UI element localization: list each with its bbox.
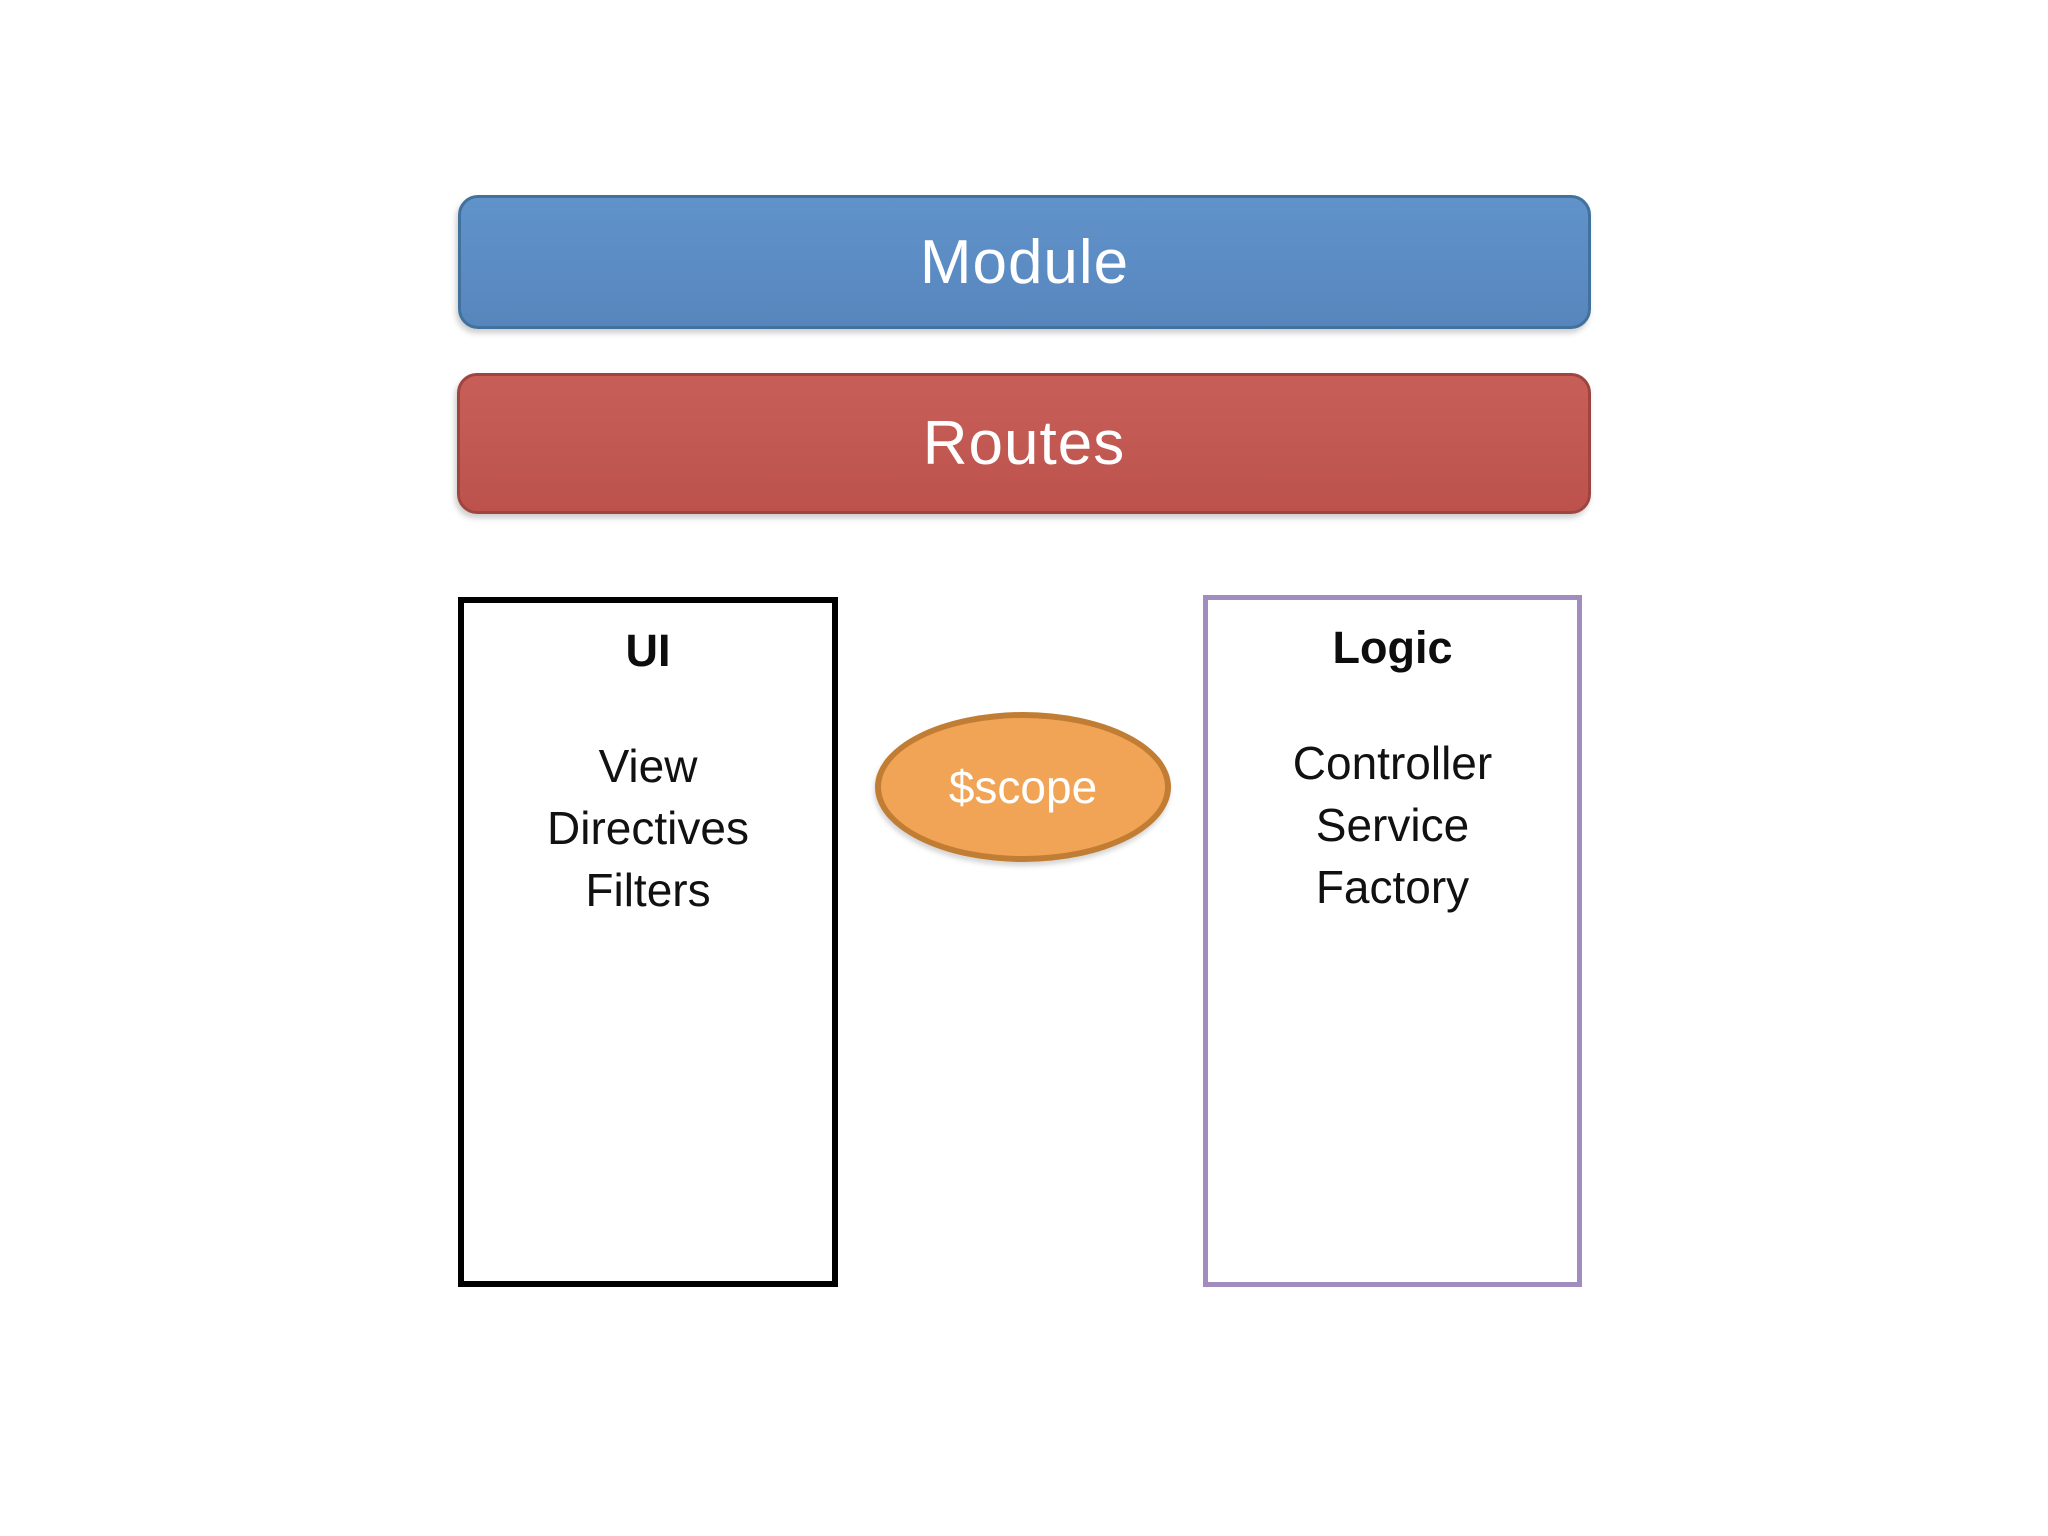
ui-box-item-view: View bbox=[598, 740, 698, 792]
ui-box-item-filters: Filters bbox=[585, 864, 711, 916]
routes-bar: Routes bbox=[457, 373, 1591, 514]
logic-box-item-service: Service bbox=[1315, 799, 1470, 851]
logic-box-items: Controller Service Factory bbox=[1208, 732, 1577, 918]
ui-box: UI View Directives Filters bbox=[458, 597, 838, 1287]
logic-box-title: Logic bbox=[1332, 622, 1453, 673]
scope-ellipse-label: $scope bbox=[948, 761, 1098, 813]
logic-box: Logic Controller Service Factory bbox=[1203, 595, 1582, 1287]
ui-box-items: View Directives Filters bbox=[464, 735, 832, 921]
ui-box-title: UI bbox=[625, 625, 671, 676]
module-bar-label: Module bbox=[919, 227, 1130, 297]
logic-box-item-factory: Factory bbox=[1315, 861, 1470, 913]
ui-box-item-directives: Directives bbox=[547, 802, 749, 854]
scope-ellipse: $scope bbox=[875, 712, 1171, 862]
module-bar: Module bbox=[458, 195, 1591, 329]
logic-box-item-controller: Controller bbox=[1292, 737, 1493, 789]
routes-bar-label: Routes bbox=[922, 409, 1126, 478]
